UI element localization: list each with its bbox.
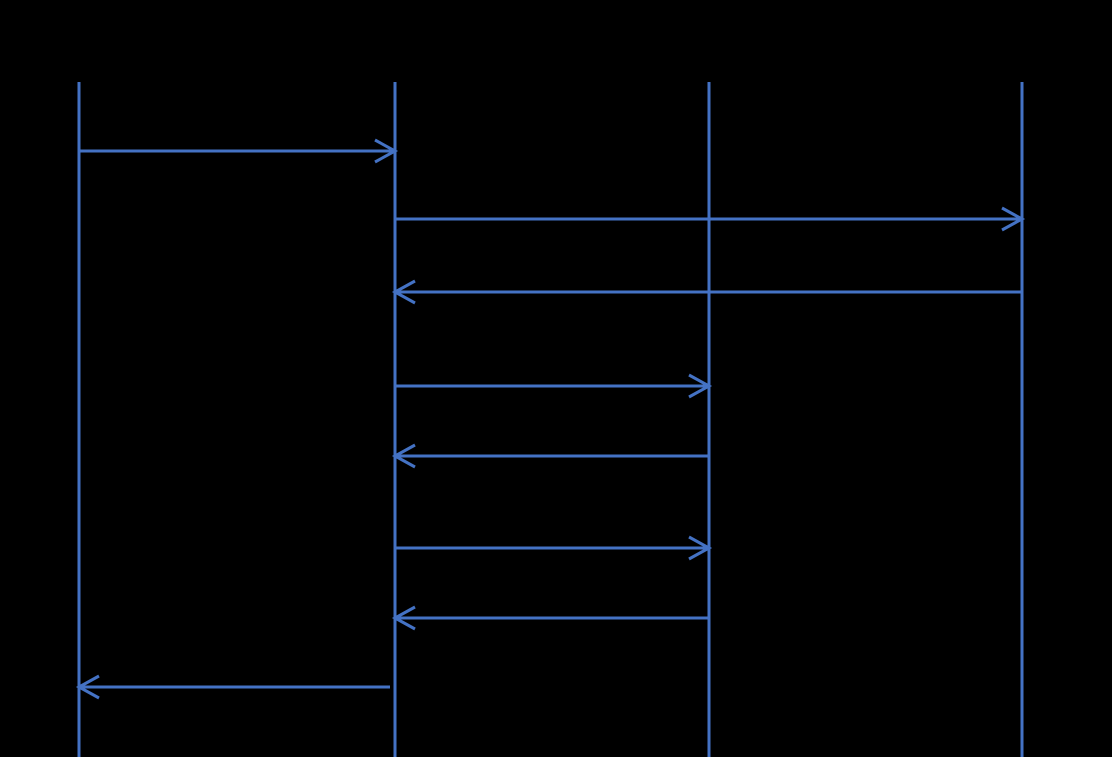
message-8-arrowhead xyxy=(75,674,100,700)
message-3-arrowhead xyxy=(391,279,416,305)
message-7 xyxy=(391,605,709,631)
lifelines-group xyxy=(77,82,1024,757)
message-5 xyxy=(391,443,709,469)
message-8 xyxy=(75,674,390,700)
message-2 xyxy=(395,206,1026,232)
message-5-arrowhead xyxy=(391,443,416,469)
message-1-arrowhead xyxy=(374,138,399,164)
message-4 xyxy=(395,373,713,399)
message-6 xyxy=(395,535,713,561)
messages-group xyxy=(75,138,1026,700)
message-1 xyxy=(79,138,399,164)
message-4-arrowhead xyxy=(688,373,713,399)
message-7-arrowhead xyxy=(391,605,416,631)
message-3 xyxy=(391,279,1022,305)
message-2-arrowhead xyxy=(1001,206,1026,232)
message-6-arrowhead xyxy=(688,535,713,561)
